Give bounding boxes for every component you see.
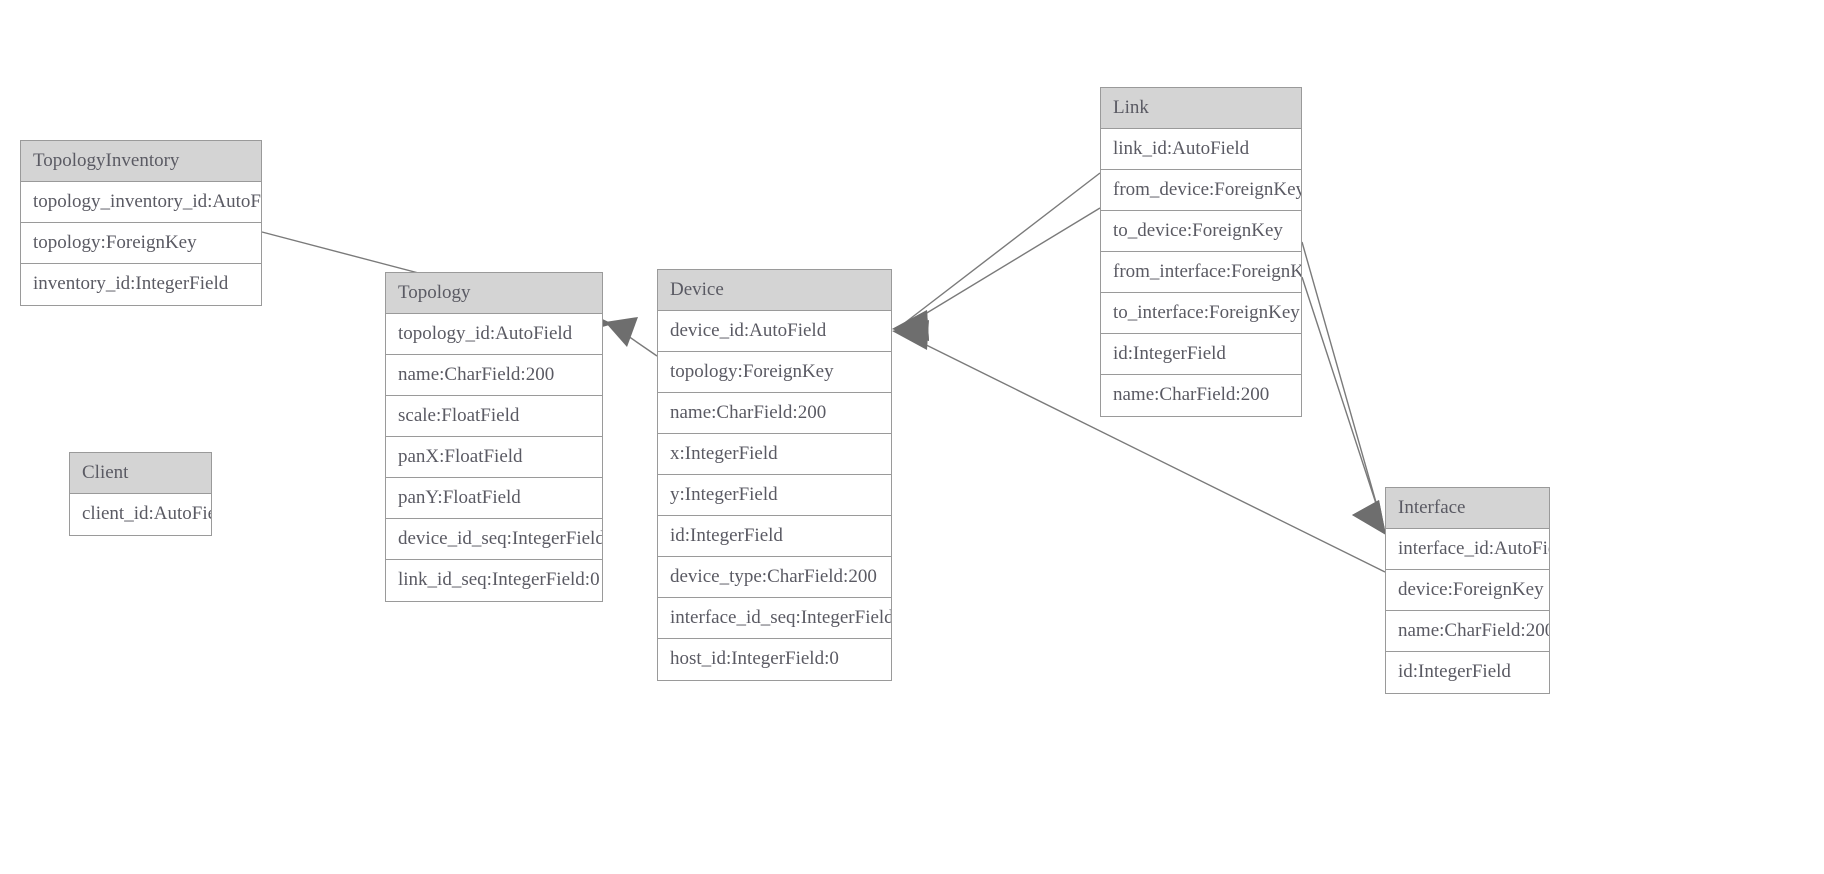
entity-field-row: host_id:IntegerField:0 (658, 639, 891, 680)
entity-field-row: interface_id_seq:IntegerField:0 (658, 598, 891, 639)
entity-field-row: topology:ForeignKey (21, 223, 261, 264)
entity-field-row: panY:FloatField (386, 478, 602, 519)
entity-field-row: from_interface:ForeignKey (1101, 252, 1301, 293)
entity-field-row: name:CharField:200 (1386, 611, 1549, 652)
entity-field-row: device_type:CharField:200 (658, 557, 891, 598)
relationship-line (611, 324, 658, 357)
entity-field-row: y:IntegerField (658, 475, 891, 516)
arrowhead-icon (1352, 500, 1386, 535)
entity-title-topology: Topology (386, 273, 602, 314)
relationship-line (901, 172, 1101, 326)
entity-field-row: x:IntegerField (658, 434, 891, 475)
entity-field-row: id:IntegerField (1386, 652, 1549, 693)
entity-field-row: id:IntegerField (658, 516, 891, 557)
entity-field-row: link_id_seq:IntegerField:0 (386, 560, 602, 601)
entity-field-row: scale:FloatField (386, 396, 602, 437)
entity-title-topology_inventory: TopologyInventory (21, 141, 261, 182)
rel-link-frominterface-interface (1301, 241, 1386, 535)
entity-field-row: name:CharField:200 (386, 355, 602, 396)
arrowhead-icon (892, 310, 929, 341)
entity-field-row: name:CharField:200 (1101, 375, 1301, 416)
entity-field-row: inventory_id:IntegerField (21, 264, 261, 305)
relationship-line (901, 207, 1101, 329)
entity-field-row: topology_inventory_id:AutoField (21, 182, 261, 223)
arrowhead-icon (605, 317, 638, 347)
relationship-line (1301, 241, 1384, 528)
entity-field-row: from_device:ForeignKey (1101, 170, 1301, 211)
entity-field-row: client_id:AutoField (70, 494, 211, 535)
entity-title-interface: Interface (1386, 488, 1549, 529)
entity-field-row: topology_id:AutoField (386, 314, 602, 355)
relationship-line (1301, 276, 1385, 529)
entity-field-row: to_interface:ForeignKey (1101, 293, 1301, 334)
entity-field-row: topology:ForeignKey (658, 352, 891, 393)
rel-link-tointerface-interface (1301, 276, 1386, 535)
arrowhead-icon (1352, 500, 1386, 535)
entity-field-row: id:IntegerField (1101, 334, 1301, 375)
entity-title-client: Client (70, 453, 211, 494)
entity-title-device: Device (658, 270, 891, 311)
entity-field-row: to_device:ForeignKey (1101, 211, 1301, 252)
entity-title-link: Link (1101, 88, 1301, 129)
entity-field-row: device:ForeignKey (1386, 570, 1549, 611)
entity-field-row: link_id:AutoField (1101, 129, 1301, 170)
entity-field-row: interface_id:AutoField (1386, 529, 1549, 570)
entity-field-row: device_id:AutoField (658, 311, 891, 352)
arrowhead-icon (892, 320, 929, 350)
entity-field-row: name:CharField:200 (658, 393, 891, 434)
entity-field-row: device_id_seq:IntegerField:0 (386, 519, 602, 560)
arrowhead-icon (892, 310, 929, 341)
entity-table-interface[interactable]: Interfaceinterface_id:AutoFielddevice:Fo… (1385, 487, 1550, 694)
entity-field-row: panX:FloatField (386, 437, 602, 478)
rel-device-topology (605, 317, 658, 357)
rel-link-todevice-device (892, 207, 1101, 341)
rel-link-fromdevice-device (892, 172, 1101, 341)
